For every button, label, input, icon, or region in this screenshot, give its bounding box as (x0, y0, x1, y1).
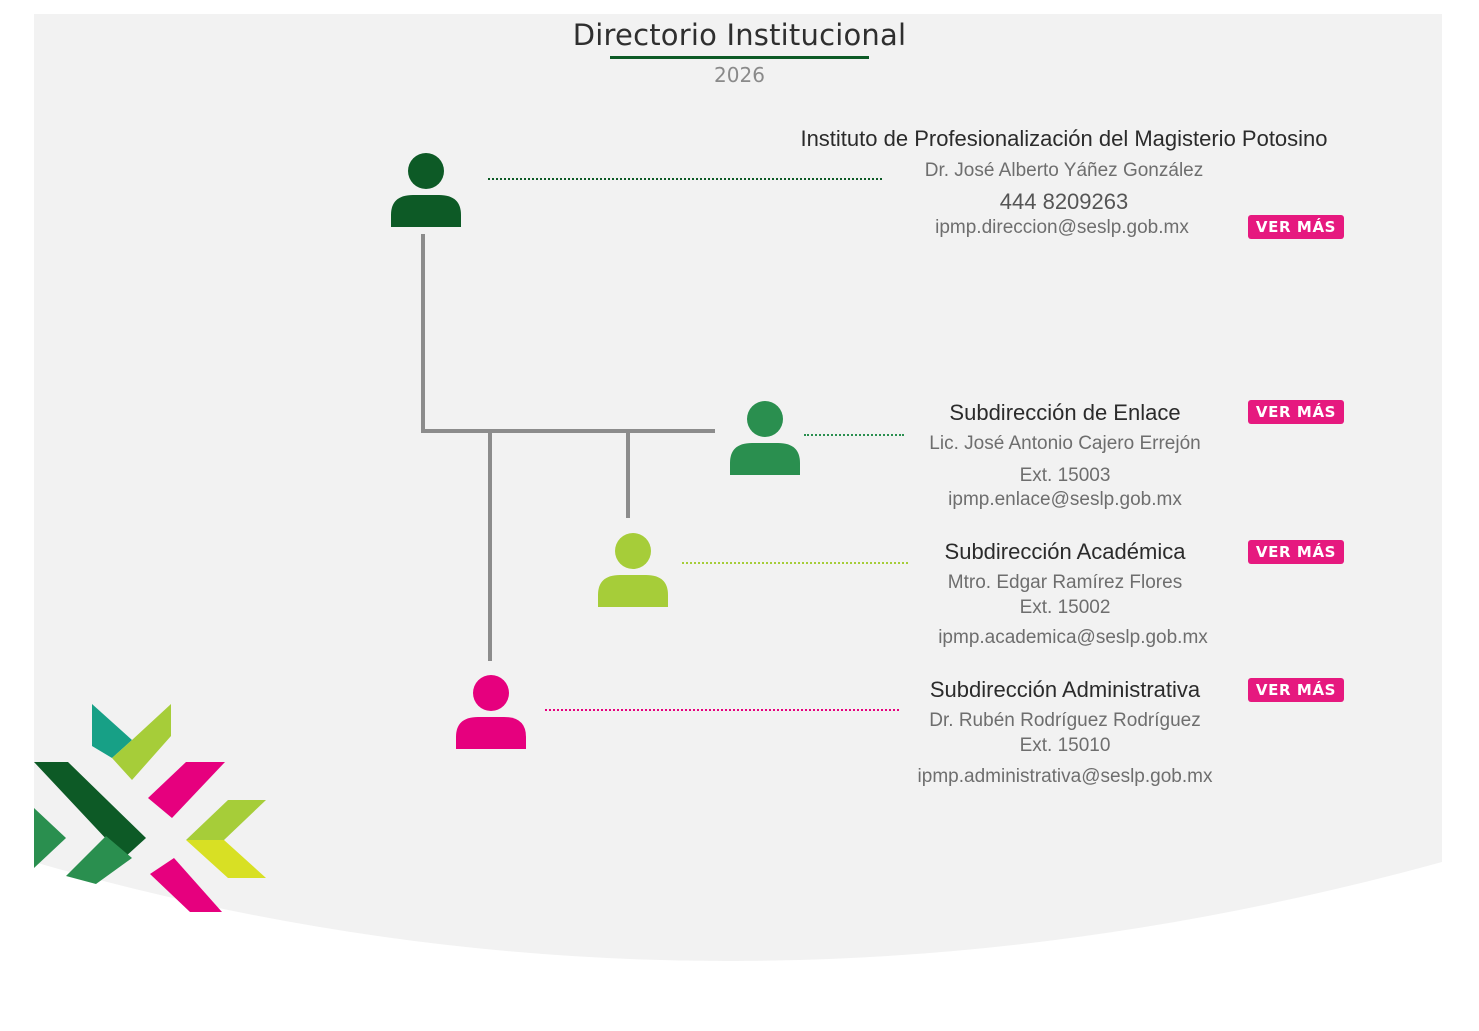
enlace-email[interactable]: ipmp.enlace@seslp.gob.mx (948, 489, 1182, 510)
ver-mas-button-academica[interactable]: VER MÁS (1248, 540, 1344, 564)
enlace-person-name: Lic. José Antonio Cajero Errejón (929, 433, 1201, 454)
ver-mas-button-administrativa[interactable]: VER MÁS (1248, 678, 1344, 702)
person-icon (598, 533, 668, 607)
ver-mas-button-director[interactable]: VER MÁS (1248, 215, 1344, 239)
administrativa-extension: Ext. 15010 (1019, 735, 1111, 756)
academica-person-name: Mtro. Edgar Ramírez Flores (947, 572, 1183, 593)
leader-line-administrativa (545, 709, 899, 711)
administrativa-name: Subdirección Administrativa (929, 677, 1201, 702)
academica-extension: Ext. 15002 (1019, 597, 1111, 618)
director-card: Instituto de Profesionalización del Magi… (754, 126, 1374, 246)
director-phone: 444 8209263 (999, 189, 1129, 214)
administrativa-email[interactable]: ipmp.administrativa@seslp.gob.mx (917, 766, 1213, 787)
person-icon (730, 401, 800, 475)
director-person-name: Dr. José Alberto Yáñez González (924, 160, 1204, 181)
enlace-extension: Ext. 15003 (1019, 465, 1111, 486)
page-title: Directorio Institucional (572, 18, 907, 52)
administrativa-card: Subdirección Administrativa Dr. Rubén Ro… (875, 675, 1255, 795)
director-email[interactable]: ipmp.direccion@seslp.gob.mx (935, 217, 1189, 238)
enlace-name: Subdirección de Enlace (949, 400, 1181, 425)
administrativa-person-name: Dr. Rubén Rodríguez Rodríguez (929, 710, 1201, 731)
connector-horizontal (421, 429, 715, 433)
connector-branch-academica (626, 431, 630, 518)
leader-line-academica (682, 562, 908, 564)
connector-vertical-main (421, 234, 425, 432)
year-label: 2026 (714, 63, 765, 87)
person-icon (456, 675, 526, 749)
person-icon (391, 153, 461, 227)
director-institution-name: Instituto de Profesionalización del Magi… (800, 126, 1328, 151)
enlace-card: Subdirección de Enlace Lic. José Antonio… (875, 398, 1255, 518)
leader-line-enlace (804, 434, 904, 436)
academica-email[interactable]: ipmp.academica@seslp.gob.mx (938, 627, 1208, 648)
title-underline (610, 56, 869, 59)
leader-line-director (488, 178, 882, 180)
academica-card: Subdirección Académica Mtro. Edgar Ramír… (875, 537, 1255, 657)
connector-branch-administrativa (488, 431, 492, 661)
ver-mas-button-enlace[interactable]: VER MÁS (1248, 400, 1344, 424)
institution-logo (34, 704, 266, 912)
academica-name: Subdirección Académica (944, 539, 1186, 564)
